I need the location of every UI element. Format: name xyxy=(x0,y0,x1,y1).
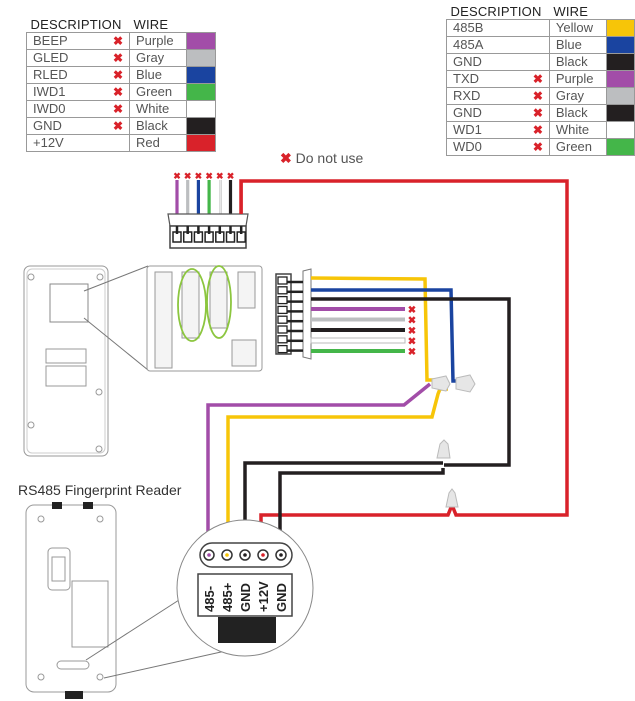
x-mark-icon: ✖ xyxy=(205,171,213,181)
fingerprint-reader xyxy=(25,502,231,699)
wire-nut-red xyxy=(445,488,459,508)
wire-color-swatch xyxy=(605,36,635,54)
terminal-pin-label: 485- xyxy=(202,586,217,612)
wire-purple-reader xyxy=(206,382,432,555)
terminal-pin-dot xyxy=(279,553,283,557)
x-mark-icon: ✖ xyxy=(227,171,235,181)
x-mark-icon: ✖ xyxy=(408,347,416,358)
description-cell: WD0 xyxy=(445,138,525,156)
x-mark-icon: ✖ xyxy=(184,171,192,181)
wire-black-reader-2 xyxy=(278,468,445,555)
wire-color-swatch xyxy=(186,134,216,152)
left-header-wire: WIRE xyxy=(133,16,169,32)
wire-color-swatch xyxy=(186,117,216,135)
x-mark-icon: ✖ xyxy=(216,171,224,181)
x-mark-icon: ✖ xyxy=(173,171,181,181)
wire-black-gnd xyxy=(311,297,511,467)
right-row: WD1✖White xyxy=(445,121,635,139)
wire-color-swatch xyxy=(605,53,635,71)
description-cell: +12V xyxy=(26,134,105,152)
wire-nut-blue-yellow xyxy=(455,374,476,393)
top-connector: ✖✖✖✖✖✖ xyxy=(167,171,249,249)
x-mark-icon: ✖ xyxy=(408,326,416,337)
wire-color-swatch xyxy=(186,32,216,50)
description-cell: TXD xyxy=(445,70,525,88)
connector-pin xyxy=(277,276,288,285)
wire-nuts xyxy=(431,374,476,508)
terminal-pin-label: GND xyxy=(238,583,253,612)
controller-device xyxy=(23,265,149,457)
left-header-description: DESCRIPTION xyxy=(30,16,122,32)
wire-color-name: White xyxy=(548,121,607,139)
wire-color-name: Green xyxy=(548,138,607,156)
wire-color-swatch xyxy=(605,138,635,156)
x-mark-icon: ✖ xyxy=(408,305,416,316)
left-row: IWD1✖Green xyxy=(26,83,216,101)
right-row: TXD✖Purple xyxy=(445,70,635,88)
connector-pin xyxy=(277,344,288,354)
wire-color-swatch xyxy=(186,83,216,101)
wire-color-name: Gray xyxy=(129,49,187,67)
wire-red-12v xyxy=(239,179,569,555)
side-connector xyxy=(275,268,312,360)
connector-pin xyxy=(277,315,288,324)
left-row: GLED✖Gray xyxy=(26,49,216,67)
description-cell: IWD0 xyxy=(26,100,105,118)
description-cell: GLED xyxy=(26,49,105,67)
wire-blue-485a xyxy=(311,288,462,383)
left-row: BEEP✖Purple xyxy=(26,32,216,50)
connector-pin xyxy=(277,335,288,344)
wire-color-swatch xyxy=(186,49,216,67)
wire-color-swatch xyxy=(186,100,216,118)
wire-nut-yellow-purple xyxy=(431,375,451,392)
do-not-use-icon: ✖ xyxy=(524,138,550,156)
left-row: IWD0✖White xyxy=(26,100,216,118)
unused-wire xyxy=(310,337,406,344)
terminal-pin-dot xyxy=(225,553,229,557)
x-mark-icon: ✖ xyxy=(280,150,292,166)
connector-pin xyxy=(277,286,288,295)
reader-title: RS485 Fingerprint Reader xyxy=(18,482,182,498)
wire-color-swatch xyxy=(186,66,216,84)
controller-board-zoom xyxy=(146,265,263,372)
x-mark-icon: ✖ xyxy=(408,316,416,327)
terminal-pin-dot xyxy=(207,553,211,557)
connector-pin xyxy=(277,325,288,334)
right-header-description: DESCRIPTION xyxy=(450,3,542,19)
description-cell: GND xyxy=(445,53,525,71)
description-cell: GND xyxy=(26,117,105,135)
wire-color-swatch xyxy=(605,121,635,139)
terminal-pin-label: +12V xyxy=(256,581,271,612)
wire-color-swatch xyxy=(605,87,635,105)
terminal-pin-dot xyxy=(243,553,247,557)
right-row: WD0✖Green xyxy=(445,138,635,156)
description-cell: 485A xyxy=(445,36,525,54)
terminal-pin-label: 485+ xyxy=(220,582,235,612)
terminal-pin-dot xyxy=(261,553,265,557)
x-mark-icon: ✖ xyxy=(408,337,416,348)
description-cell: WD1 xyxy=(445,121,525,139)
terminal-pin-label: GND xyxy=(274,583,289,612)
legend-text: Do not use xyxy=(295,150,364,166)
connector-pin xyxy=(277,295,288,305)
right-header-wire: WIRE xyxy=(553,3,589,19)
x-mark-icon: ✖ xyxy=(195,171,203,181)
right-row: RXD✖Gray xyxy=(445,87,635,105)
connector-pin xyxy=(277,305,288,315)
wire-nut-black xyxy=(436,439,451,459)
do-not-use-legend: ✖ Do not use xyxy=(280,150,363,167)
